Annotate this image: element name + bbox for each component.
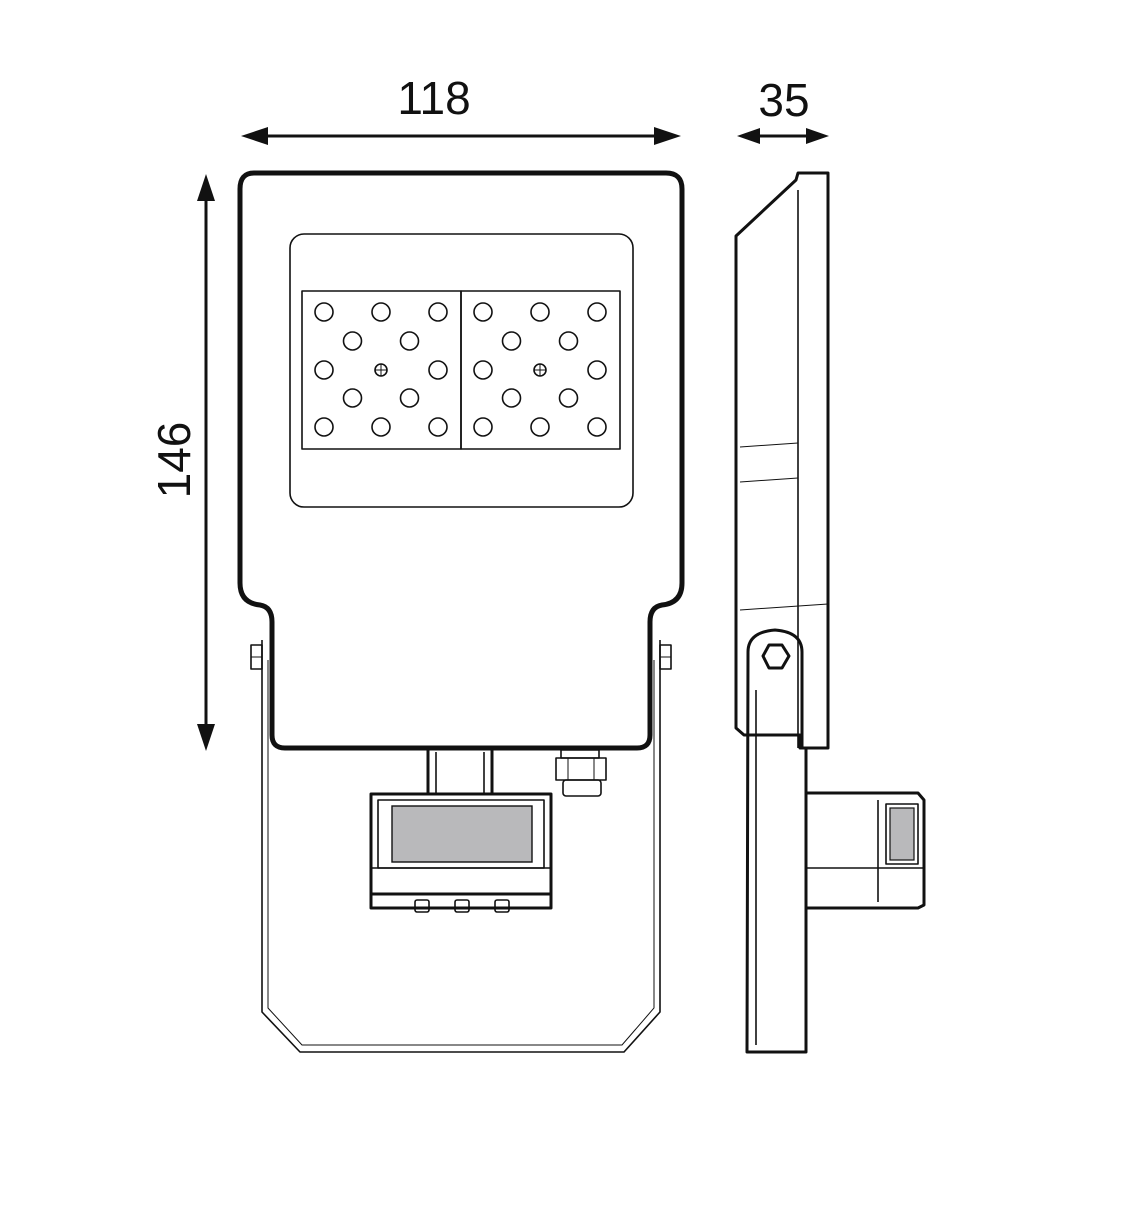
- led-right-0-1: [530, 302, 550, 322]
- led-left-2-2: [428, 360, 448, 380]
- led-left-4-1: [371, 417, 391, 437]
- led-right-2-0: [473, 360, 493, 380]
- height-dimension: 146: [148, 174, 215, 751]
- motion-sensor-window: [391, 805, 533, 863]
- width-dimension-label: 118: [397, 72, 470, 124]
- width-arrow-right: [654, 127, 681, 145]
- motion-sensor-base: [369, 894, 553, 910]
- led-left-4-0: [314, 417, 334, 437]
- led-left-1-0: [342, 331, 363, 351]
- led-right-2-2: [587, 360, 607, 380]
- side-housing-seam-3: [739, 603, 829, 611]
- led-module-right: [460, 290, 621, 450]
- mounting-bracket-inner-edge: [267, 660, 655, 1046]
- mounting-bracket: [261, 640, 661, 1053]
- led-left-3-1: [399, 388, 420, 408]
- side-housing-outline: [734, 171, 830, 750]
- sensor-neck: [426, 750, 494, 793]
- height-dimension-label: 146: [148, 422, 200, 499]
- pivot-bolt: [761, 643, 791, 670]
- motion-sensor-housing: [369, 792, 553, 896]
- side-housing-seam-1: [739, 442, 799, 448]
- led-left-2-0: [314, 360, 334, 380]
- sensor-knob-3: [494, 899, 510, 913]
- height-arrow-bottom: [197, 724, 215, 751]
- height-arrow-top: [197, 174, 215, 201]
- side-housing-seam-2: [739, 477, 799, 483]
- led-left-0-0: [314, 302, 334, 322]
- led-right-4-2: [587, 417, 607, 437]
- side-motion-sensor: [806, 791, 926, 910]
- led-right-0-0: [473, 302, 493, 322]
- housing-outline: [237, 170, 685, 751]
- side-sensor-lens-frame: [885, 803, 919, 865]
- led-right-4-0: [473, 417, 493, 437]
- led-right-4-1: [530, 417, 550, 437]
- front-view: [237, 170, 685, 1053]
- side-bracket: [745, 628, 808, 1054]
- led-left-0-1: [371, 302, 391, 322]
- side-view: [734, 171, 926, 1054]
- lens-window: [289, 233, 634, 508]
- led-module-right-screw: [533, 363, 547, 377]
- led-left-4-2: [428, 417, 448, 437]
- led-right-1-0: [501, 331, 522, 351]
- led-left-3-0: [342, 388, 363, 408]
- width-arrow-left: [241, 127, 268, 145]
- led-module-left-screw: [374, 363, 388, 377]
- side-sensor-lens: [889, 807, 915, 861]
- sensor-knob-1: [414, 899, 430, 913]
- width-dimension: 118: [241, 72, 681, 145]
- led-right-3-1: [558, 388, 579, 408]
- sensor-knob-2: [454, 899, 470, 913]
- depth-arrow-left: [737, 128, 760, 144]
- led-right-3-0: [501, 388, 522, 408]
- led-left-0-2: [428, 302, 448, 322]
- cable-gland: [555, 749, 607, 797]
- depth-dimension-label: 35: [758, 74, 809, 126]
- led-left-1-1: [399, 331, 420, 351]
- depth-dimension: 35: [737, 74, 829, 144]
- led-grid: [314, 302, 607, 437]
- depth-arrow-right: [806, 128, 829, 144]
- led-right-0-2: [587, 302, 607, 322]
- led-right-1-1: [558, 331, 579, 351]
